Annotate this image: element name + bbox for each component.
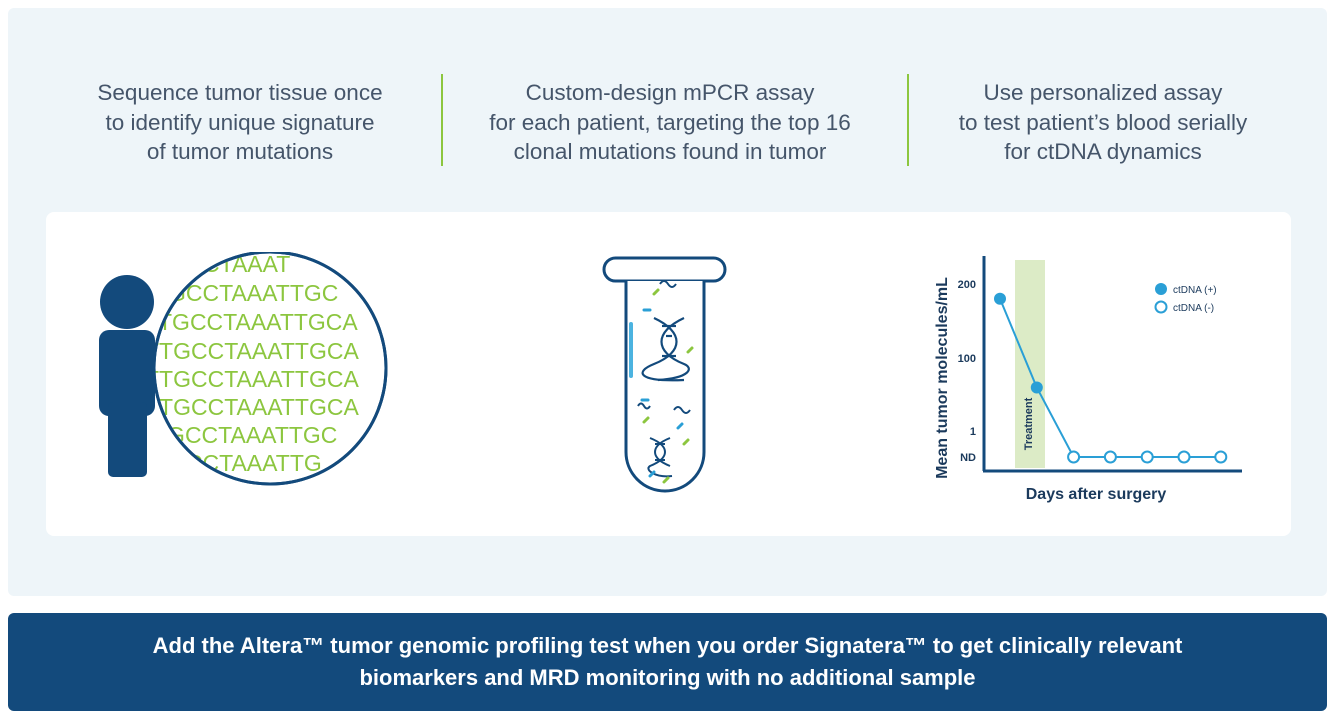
sequence-line: TTGCCTAAATTGCA (145, 366, 359, 392)
steps-row: Sequence tumor tissue once to identify u… (0, 0, 1335, 200)
treatment-band (1015, 260, 1045, 468)
data-point-positive (994, 292, 1006, 305)
y-tick-label: ND (960, 452, 976, 464)
tumor-sequencing-illustration: CTAAAT GCCTAAATTGC TGCCTAAATTGCA TTGCCTA… (99, 252, 388, 486)
tube-body-icon (624, 281, 706, 493)
person-head-icon (100, 275, 154, 329)
test-tube-illustration (602, 256, 727, 493)
sequence-line: GCCTAAATTGC (168, 280, 338, 306)
step-blood-text: Use personalized assay to test patient’s… (958, 80, 1248, 164)
legend-marker-negative (1154, 300, 1168, 314)
data-point-negative (1067, 450, 1081, 464)
data-point-negative (1177, 450, 1191, 464)
step-divider (907, 74, 909, 166)
plot-area (994, 292, 1228, 464)
data-point-negative (1214, 450, 1228, 464)
data-point-negative (1103, 450, 1117, 464)
step-divider (441, 74, 443, 166)
ctdna-chart: Treatment Mean tumor molecules/mL Days a… (934, 256, 1242, 503)
dna-fragment-icon (647, 437, 673, 478)
y-axis-label: Mean tumor molecules/mL (934, 277, 951, 479)
sequence-line: TGCCTAAATTGC (153, 422, 337, 448)
banner-text: Add the Altera™ tumor genomic profiling … (152, 633, 1183, 690)
dna-helix-icon (641, 317, 690, 382)
legend-marker-positive (1155, 283, 1167, 295)
person-legs-icon (108, 402, 147, 477)
sequence-line: TGCCTAAATTGCA (158, 309, 358, 335)
treatment-label: Treatment (1023, 397, 1035, 450)
sequence-line: TTGCCTAAATTGCA (145, 338, 359, 364)
y-tick-label: 100 (958, 353, 976, 365)
legend-label-positive: ctDNA (+) (1173, 285, 1217, 296)
data-point-positive (1030, 381, 1043, 394)
legend-label-negative: ctDNA (-) (1173, 303, 1214, 314)
y-tick-label: 200 (958, 279, 976, 291)
sequence-line: TTGCCTAAATTGCA (145, 394, 359, 420)
dna-sequence: CTAAAT GCCTAAATTGC TGCCTAAATTGCA TTGCCTA… (145, 253, 359, 483)
legend: ctDNA (+) ctDNA (-) (1154, 283, 1217, 314)
liquid-level-icon (629, 322, 633, 378)
data-point-negative (1140, 450, 1154, 464)
y-tick-label: 1 (970, 426, 976, 438)
step-assay-text: Custom-design mPCR assay for each patien… (489, 80, 851, 164)
x-axis-label: Days after surgery (1026, 486, 1167, 503)
person-body-icon (99, 330, 155, 416)
step-sequence-text: Sequence tumor tissue once to identify u… (97, 80, 383, 164)
y-ticks: 200 100 1ND (958, 279, 976, 464)
tube-cap-icon (602, 256, 727, 283)
promo-banner: Add the Altera™ tumor genomic profiling … (8, 613, 1327, 711)
